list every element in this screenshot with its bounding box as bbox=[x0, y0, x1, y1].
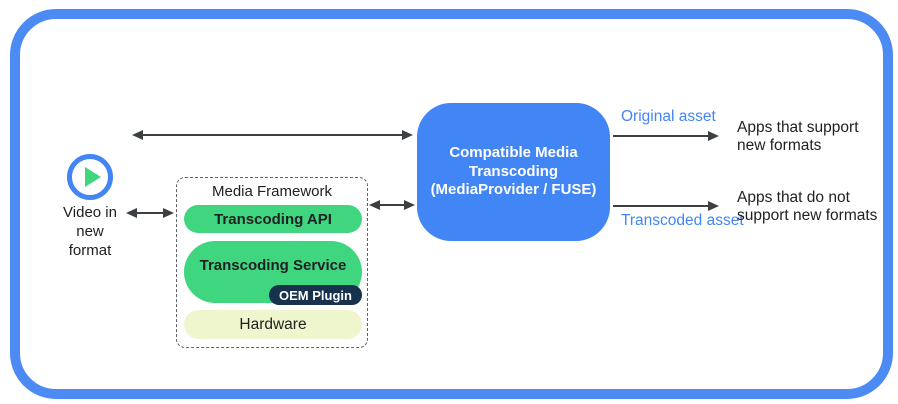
arrow-original-asset bbox=[611, 130, 719, 142]
original-asset-label: Original asset bbox=[621, 108, 716, 125]
apps-no-support-new-formats-text: Apps that do not support new formats bbox=[737, 189, 878, 224]
arrowhead-right-icon bbox=[163, 208, 174, 218]
arrow-source-to-transcoder bbox=[132, 129, 413, 141]
arrow-framework-to-transcoder bbox=[369, 199, 415, 211]
arrowhead-left-icon bbox=[126, 208, 137, 218]
oem-plugin-pill: OEM Plugin bbox=[269, 285, 362, 305]
transcoding-api-pill: Transcoding API bbox=[184, 205, 362, 233]
arrowhead-right-icon bbox=[708, 131, 719, 141]
play-triangle-glyph bbox=[84, 167, 101, 187]
hardware-pill: Hardware bbox=[184, 310, 362, 339]
media-framework-title: Media Framework bbox=[211, 183, 333, 200]
arrow-video-to-framework bbox=[126, 207, 174, 219]
arrow-shaft bbox=[135, 212, 165, 214]
arrowhead-left-icon bbox=[369, 200, 380, 210]
compatible-media-transcoding-box: Compatible Media Transcoding (MediaProvi… bbox=[417, 103, 610, 241]
media-framework-box: Media Framework Transcoding API Transcod… bbox=[176, 177, 368, 348]
arrow-transcoded-asset bbox=[611, 200, 719, 212]
arrow-shaft bbox=[613, 205, 717, 207]
arrowhead-right-icon bbox=[708, 201, 719, 211]
apps-support-new-formats-text: Apps that support new formats bbox=[737, 119, 859, 154]
arrowhead-right-icon bbox=[404, 200, 415, 210]
arrow-shaft bbox=[141, 134, 404, 136]
play-icon bbox=[67, 154, 113, 200]
arrowhead-right-icon bbox=[402, 130, 413, 140]
outer-frame-border bbox=[10, 9, 893, 399]
source-video-label: Video in new format bbox=[63, 204, 117, 259]
arrowhead-left-icon bbox=[132, 130, 143, 140]
arrow-shaft bbox=[378, 204, 406, 206]
transcoded-asset-label: Transcoded asset bbox=[621, 212, 744, 229]
arrow-shaft bbox=[613, 135, 717, 137]
